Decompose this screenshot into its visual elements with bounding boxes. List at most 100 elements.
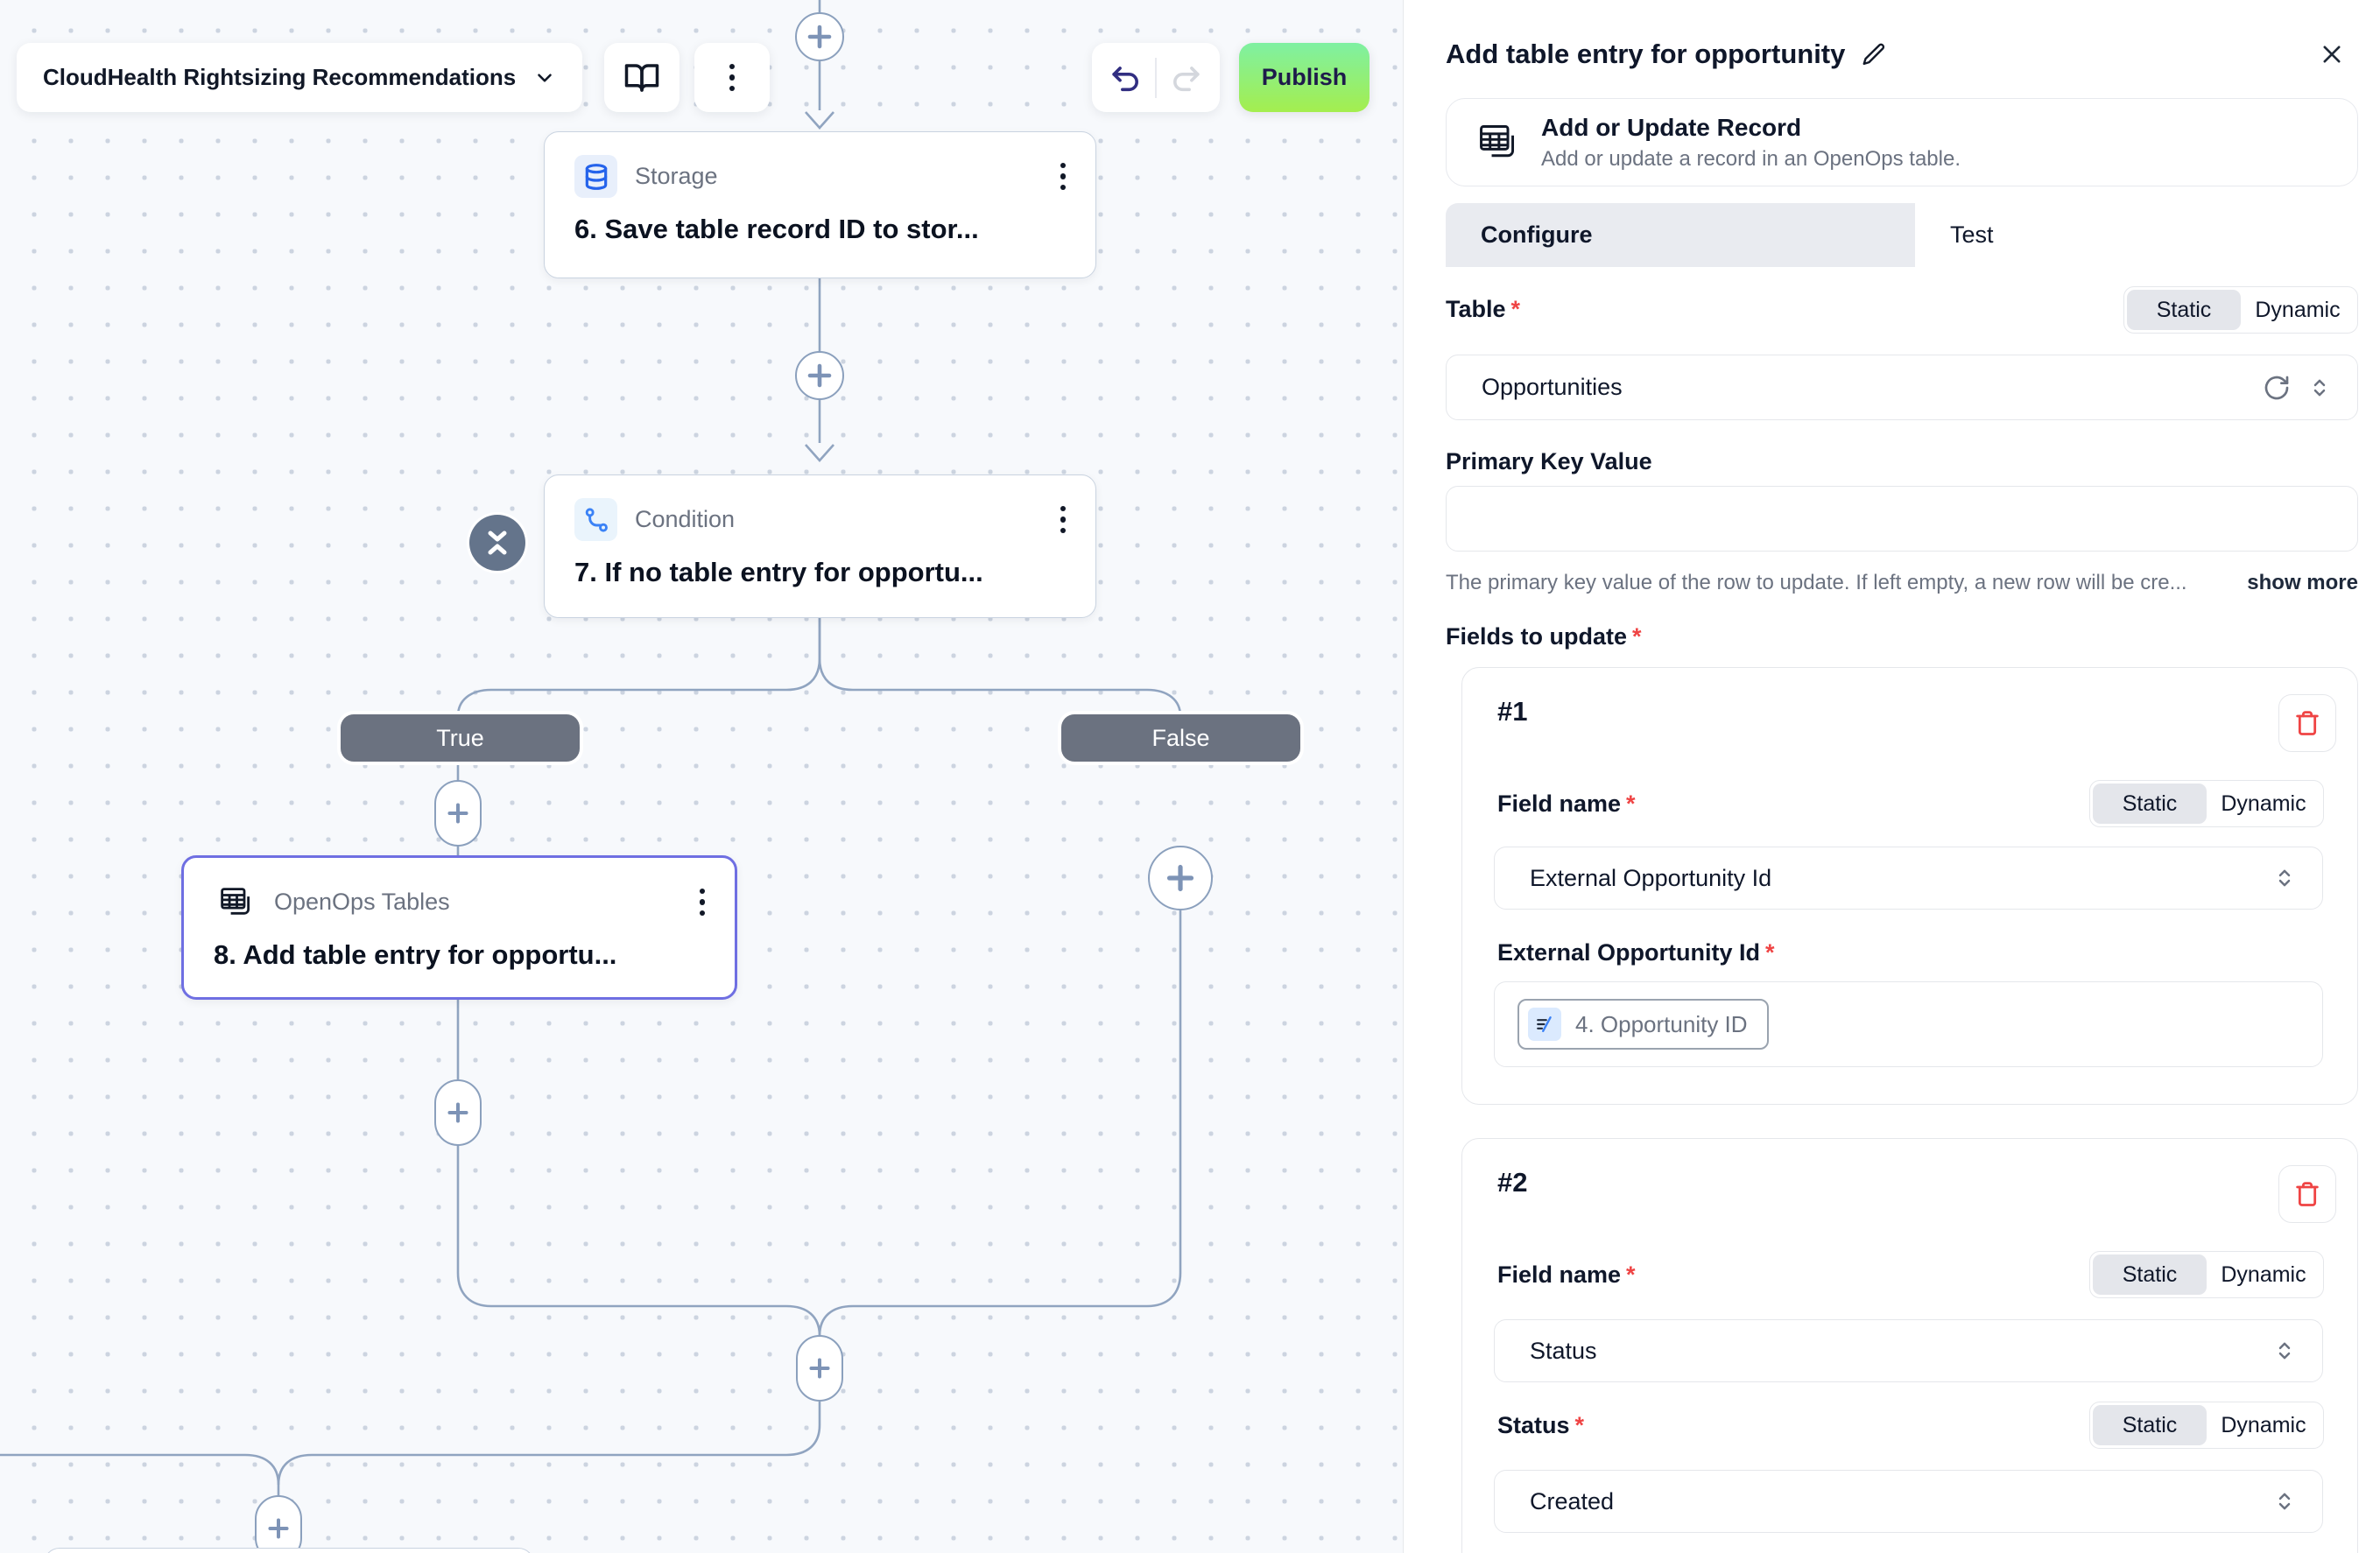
undo-icon: [1112, 66, 1138, 91]
refresh-icon[interactable]: [2263, 374, 2291, 402]
flow-name: CloudHealth Rightsizing Recommendations: [43, 64, 517, 90]
required-asterisk: *: [1632, 623, 1642, 650]
field-value-select[interactable]: Created: [1494, 1470, 2323, 1533]
field-name-label: Field name*: [1497, 791, 1636, 817]
flow-name-dropdown[interactable]: CloudHealth Rightsizing Recommendations: [17, 43, 583, 112]
required-asterisk: *: [1626, 1261, 1636, 1288]
flow-menu-button[interactable]: [694, 43, 770, 112]
chevrons-up-down-icon: [2278, 1342, 2291, 1360]
delete-field-button[interactable]: [2278, 694, 2336, 752]
branch-icon: [585, 507, 608, 532]
primary-key-input[interactable]: [1446, 486, 2358, 552]
field-index: #1: [1497, 696, 1528, 727]
panel-title: Add table entry for opportunity: [1446, 39, 1846, 69]
plus-icon: [809, 1358, 830, 1379]
field-card-2: #2 Field name* Static Dynamic Status Sta…: [1461, 1138, 2358, 1553]
close-panel-button[interactable]: [2320, 42, 2344, 67]
tab-test[interactable]: Test: [1915, 203, 2358, 267]
publish-button[interactable]: Publish: [1239, 43, 1370, 112]
plus-icon: [807, 25, 832, 49]
close-icon: [2323, 46, 2341, 63]
step-menu-button[interactable]: [1060, 162, 1066, 191]
action-info-card: Add or Update Record Add or update a rec…: [1446, 98, 2358, 186]
add-step-button[interactable]: [795, 12, 844, 61]
edit-name-icon[interactable]: [1861, 41, 1887, 67]
field-value-input[interactable]: 4. Opportunity ID: [1494, 981, 2323, 1067]
step-node-storage[interactable]: Storage 6. Save table record ID to stor.…: [544, 131, 1096, 278]
chevrons-up-down-icon: [2313, 379, 2326, 396]
toggle-dynamic[interactable]: Dynamic: [2221, 1412, 2306, 1437]
table-static-dynamic-toggle: Static Dynamic: [2123, 286, 2358, 334]
partial-step-node[interactable]: [44, 1548, 534, 1553]
plus-icon: [1166, 864, 1194, 892]
field-name-select[interactable]: Status: [1494, 1319, 2323, 1382]
plus-icon: [447, 803, 468, 824]
table-select-value: Opportunities: [1482, 374, 1623, 400]
field-name-select[interactable]: External Opportunity Id: [1494, 847, 2323, 910]
docs-button[interactable]: [604, 43, 679, 112]
add-step-button[interactable]: [1148, 846, 1213, 910]
condition-app-icon-box: [574, 498, 617, 541]
add-step-button[interactable]: [255, 1495, 302, 1553]
branch-label-false: False: [1061, 714, 1300, 762]
field-index: #2: [1497, 1167, 1528, 1198]
add-step-button[interactable]: [796, 1335, 843, 1402]
required-asterisk: *: [1574, 1412, 1585, 1438]
chevrons-up-down-icon: [2278, 869, 2291, 887]
step-node-condition[interactable]: Condition 7. If no table entry for oppor…: [544, 474, 1096, 618]
toggle-dynamic[interactable]: Dynamic: [2221, 1261, 2306, 1287]
fields-to-update-label: Fields to update*: [1446, 623, 1642, 650]
tables-icon: [1480, 124, 1515, 157]
storage-app-icon-box: [574, 155, 617, 198]
collapse-branch-button[interactable]: [469, 515, 525, 571]
add-step-button[interactable]: [434, 1079, 482, 1146]
data-reference-chip[interactable]: 4. Opportunity ID: [1517, 999, 1769, 1050]
field-value-toggle: Static Dynamic: [2089, 1402, 2324, 1449]
step-menu-button[interactable]: [1060, 505, 1066, 534]
book-open-icon: [624, 63, 659, 92]
plus-icon: [447, 1102, 468, 1123]
kebab-icon: [729, 63, 736, 92]
redo-button[interactable]: [1157, 43, 1215, 112]
branch-label-true: True: [341, 714, 580, 762]
chevrons-up-down-icon: [2278, 1493, 2291, 1510]
toggle-static[interactable]: Static: [2093, 1254, 2207, 1295]
field-value-label: Status*: [1497, 1412, 1585, 1438]
insert-variable-icon: [1528, 1008, 1561, 1041]
panel-tabs: Configure Test: [1446, 203, 2358, 267]
toggle-dynamic[interactable]: Dynamic: [2221, 791, 2306, 816]
toggle-static[interactable]: Static: [2127, 290, 2241, 330]
show-more-link[interactable]: show more: [2247, 571, 2358, 594]
toggle-dynamic[interactable]: Dynamic: [2255, 297, 2341, 322]
required-asterisk: *: [1510, 296, 1521, 322]
collapse-icon: [488, 531, 507, 555]
table-field-label: Table*: [1446, 296, 1521, 322]
tables-icon: [220, 887, 250, 915]
trash-icon: [2296, 1182, 2319, 1206]
tables-app-icon-box: [214, 881, 257, 924]
step-title: 7. If no table entry for opportu...: [574, 557, 983, 587]
toggle-static[interactable]: Static: [2093, 784, 2207, 824]
step-app-name: OpenOps Tables: [274, 889, 450, 915]
database-icon: [585, 163, 607, 190]
divider: [1155, 57, 1157, 98]
tab-configure[interactable]: Configure: [1446, 203, 1915, 267]
step-title: 6. Save table record ID to stor...: [574, 214, 979, 244]
primary-key-help: The primary key value of the row to upda…: [1446, 571, 2187, 594]
plus-icon: [268, 1518, 289, 1539]
undo-button[interactable]: [1097, 43, 1155, 112]
toggle-static[interactable]: Static: [2093, 1405, 2207, 1445]
add-step-button[interactable]: [434, 780, 482, 847]
add-step-button[interactable]: [795, 351, 844, 400]
flow-canvas[interactable]: CloudHealth Rightsizing Recommendations: [0, 0, 1403, 1553]
chevron-down-icon: [538, 73, 553, 82]
delete-field-button[interactable]: [2278, 1165, 2336, 1223]
action-description: Add or update a record in an OpenOps tab…: [1541, 146, 1961, 171]
step-menu-button[interactable]: [699, 888, 705, 917]
plus-icon: [807, 363, 832, 388]
step-node-openops-tables[interactable]: OpenOps Tables 8. Add table entry for op…: [181, 855, 737, 1000]
trash-icon: [2296, 711, 2319, 735]
step-title: 8. Add table entry for opportu...: [214, 939, 617, 970]
step-app-name: Condition: [635, 506, 736, 532]
table-select[interactable]: Opportunities: [1446, 355, 2358, 420]
